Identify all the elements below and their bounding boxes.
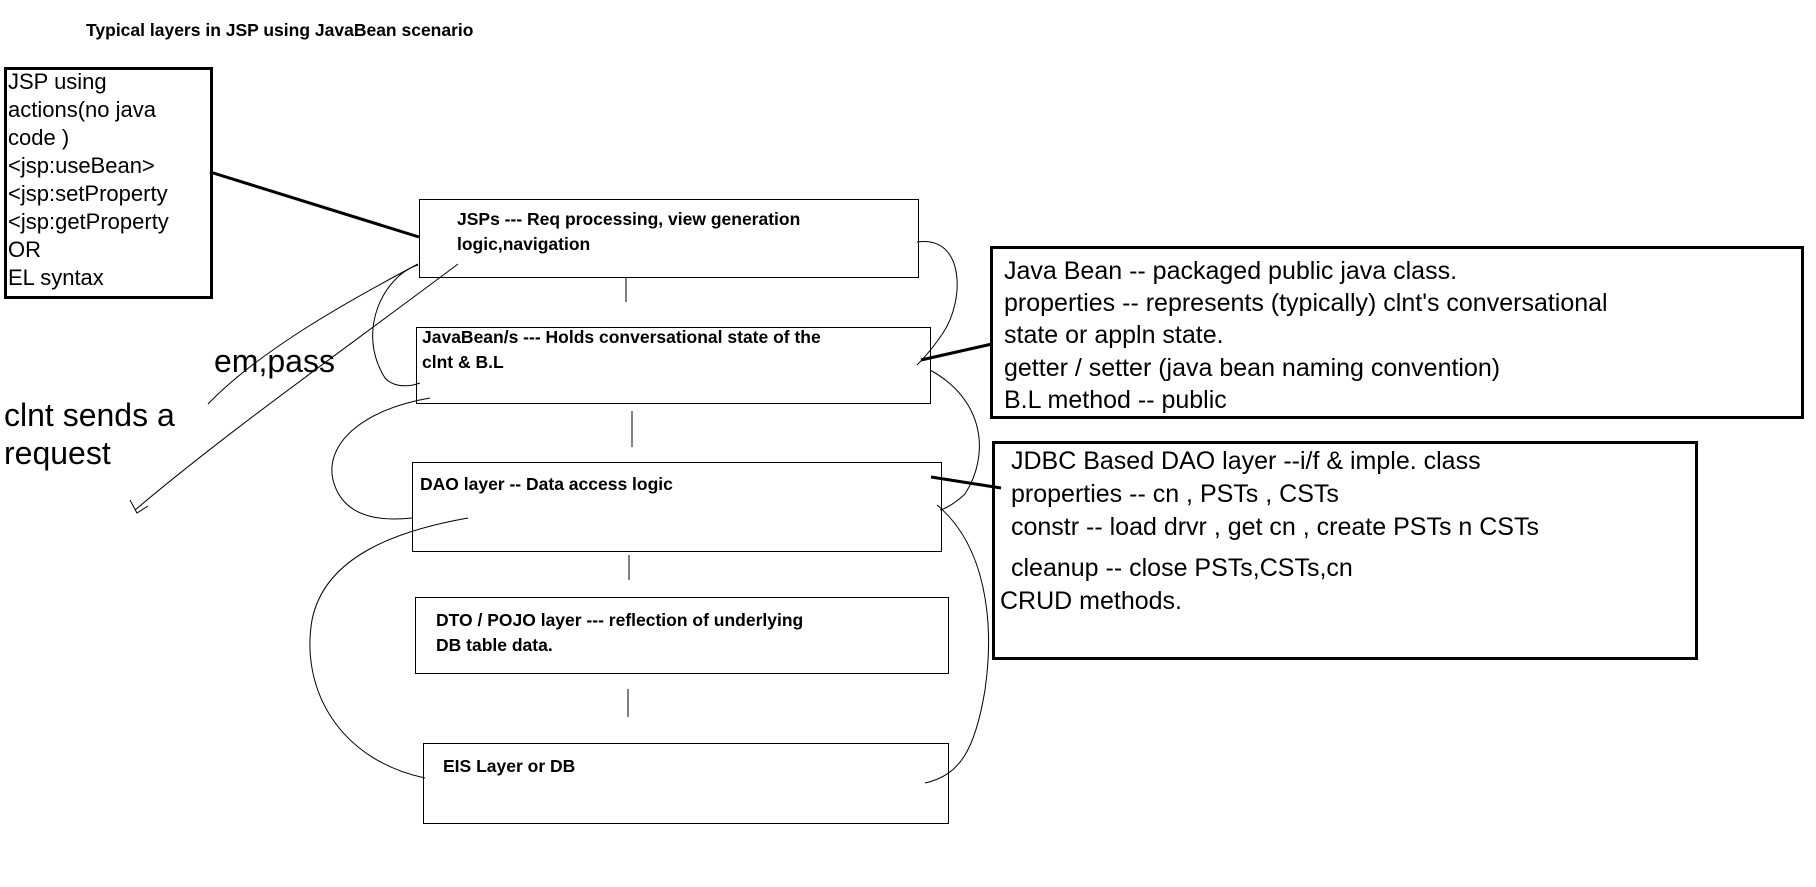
bean-note-line-5: B.L method -- public <box>1004 386 1227 414</box>
jsp-layer-box <box>419 199 919 278</box>
jsp-note-line-4: <jsp:useBean> <box>8 153 155 178</box>
jsp-note-line-5: <jsp:setProperty <box>8 181 168 206</box>
dao-note-box <box>992 441 1698 660</box>
dao-to-db-flow-curve <box>309 517 469 779</box>
javabean-note-box <box>990 246 1804 419</box>
bean-dao-right-curve <box>929 369 980 511</box>
jsp-note-line-3: code ) <box>8 125 70 150</box>
jsp-note-line-2: actions(no java <box>8 97 156 122</box>
client-request-label-line-1: clnt sends a <box>4 397 175 433</box>
client-request-arrowhead <box>129 499 149 514</box>
jsp-layer-line-2: logic,navigation <box>457 234 591 254</box>
dto-layer-line-2: DB table data. <box>436 635 553 655</box>
jsp-bean-right-curve <box>916 241 958 366</box>
bean-to-dao-flow-curve <box>331 397 431 520</box>
eis-layer-line-1: EIS Layer or DB <box>443 756 576 776</box>
dao-note-line-3: constr -- load drvr , get cn , create PS… <box>1011 513 1539 541</box>
diagram-title: Typical layers in JSP using JavaBean sce… <box>86 20 474 40</box>
dao-note-connector-line <box>930 475 1002 490</box>
dto-layer-line-1: DTO / POJO layer --- reflection of under… <box>436 610 804 630</box>
bean-note-line-2: properties -- represents (typically) cln… <box>1004 289 1608 317</box>
bean-note-line-4: getter / setter (java bean naming conven… <box>1004 354 1501 382</box>
em-pass-flow-curve <box>207 263 419 405</box>
dao-note-line-5: CRUD methods. <box>1000 587 1182 615</box>
jsp-note-line-6: <jsp:getProperty <box>8 209 169 234</box>
javabean-layer-box <box>416 327 931 404</box>
dto-pojo-layer-box <box>415 597 949 674</box>
jsp-note-line-1: JSP using <box>8 69 107 94</box>
dao-note-line-2: properties -- cn , PSTs , CSTs <box>1011 480 1339 508</box>
client-request-flow-curve <box>134 263 459 511</box>
bean-note-line-3: state or appln state. <box>1004 321 1224 349</box>
client-request-label-line-2: request <box>4 435 111 471</box>
dao-note-line-1: JDBC Based DAO layer --i/f & imple. clas… <box>1011 447 1481 475</box>
eis-db-layer-box <box>423 743 949 824</box>
db-to-dao-right-curve <box>924 504 989 784</box>
jsp-actions-note-box <box>4 67 213 299</box>
jsp-layer-line-1: JSPs --- Req processing, view generation <box>457 209 801 229</box>
dao-layer-box <box>412 462 942 552</box>
jsp-to-bean-flow-curve <box>372 264 421 387</box>
jsp-note-line-8: EL syntax <box>8 265 104 290</box>
javabean-layer-line-1: JavaBean/s --- Holds conversational stat… <box>422 327 821 347</box>
bean-note-line-1: Java Bean -- packaged public java class. <box>1004 257 1458 285</box>
jsp-note-connector-line <box>209 170 420 239</box>
jsp-note-line-7: OR <box>8 237 41 262</box>
dao-note-line-4: cleanup -- close PSTs,CSTs,cn <box>1011 554 1353 582</box>
javabean-layer-line-2: clnt & B.L <box>422 352 504 372</box>
bean-note-connector-line <box>920 342 993 362</box>
dao-layer-line-1: DAO layer -- Data access logic <box>420 474 673 494</box>
